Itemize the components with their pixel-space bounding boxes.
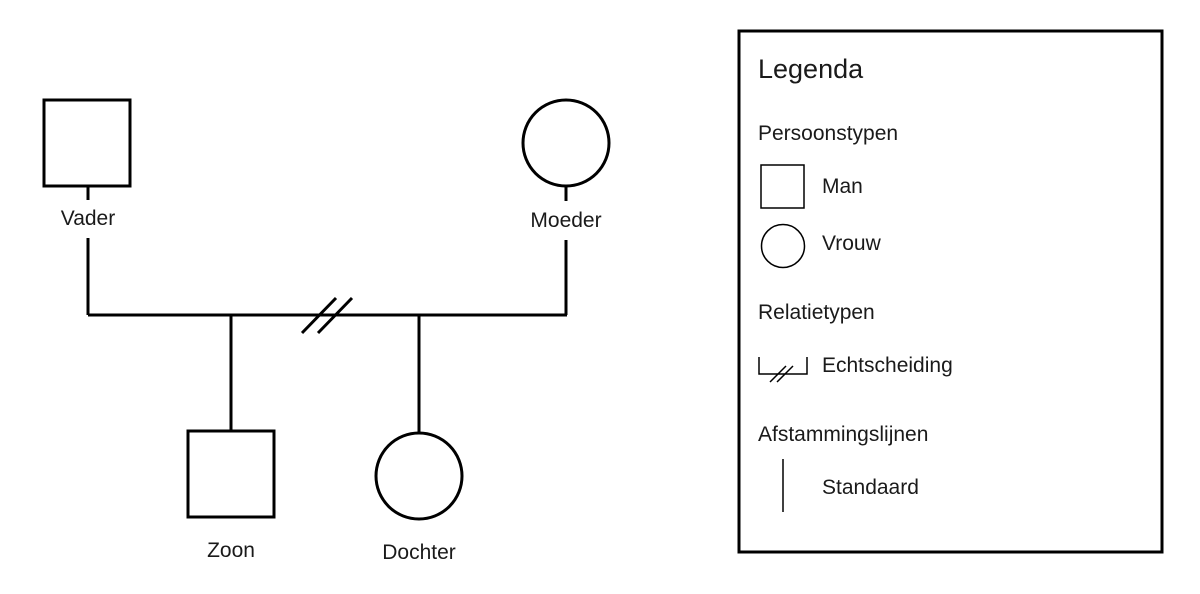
mother-label: Moeder <box>530 209 601 232</box>
legend-descent-heading: Afstammingslijnen <box>758 423 928 446</box>
genogram <box>42 98 611 521</box>
father-label: Vader <box>61 207 115 230</box>
legend-border <box>737 29 1164 554</box>
legend-person-types-heading: Persoonstypen <box>758 122 898 145</box>
legend-title: Legenda <box>758 54 864 84</box>
mother-symbol[interactable] <box>521 98 611 188</box>
legend-man-label: Man <box>822 175 863 198</box>
legend-divorce-label: Echtscheiding <box>822 354 953 377</box>
son-label: Zoon <box>207 539 255 562</box>
legend-woman-label: Vrouw <box>822 232 882 255</box>
son-symbol[interactable] <box>186 429 276 519</box>
legend: Legenda Persoonstypen Man Vrouw Relatiet… <box>737 29 1164 554</box>
father-symbol[interactable] <box>42 98 132 188</box>
woman-legend-icon <box>760 223 806 269</box>
divorce-slash-1 <box>300 296 338 335</box>
daughter-label: Dochter <box>382 541 456 564</box>
legend-relation-types-heading: Relatietypen <box>758 301 875 324</box>
legend-standard-label: Standaard <box>822 476 919 499</box>
man-legend-icon <box>760 164 805 209</box>
divorce-slash-2 <box>316 296 354 335</box>
divorce-legend-icon <box>758 357 808 383</box>
daughter-symbol[interactable] <box>374 431 464 521</box>
